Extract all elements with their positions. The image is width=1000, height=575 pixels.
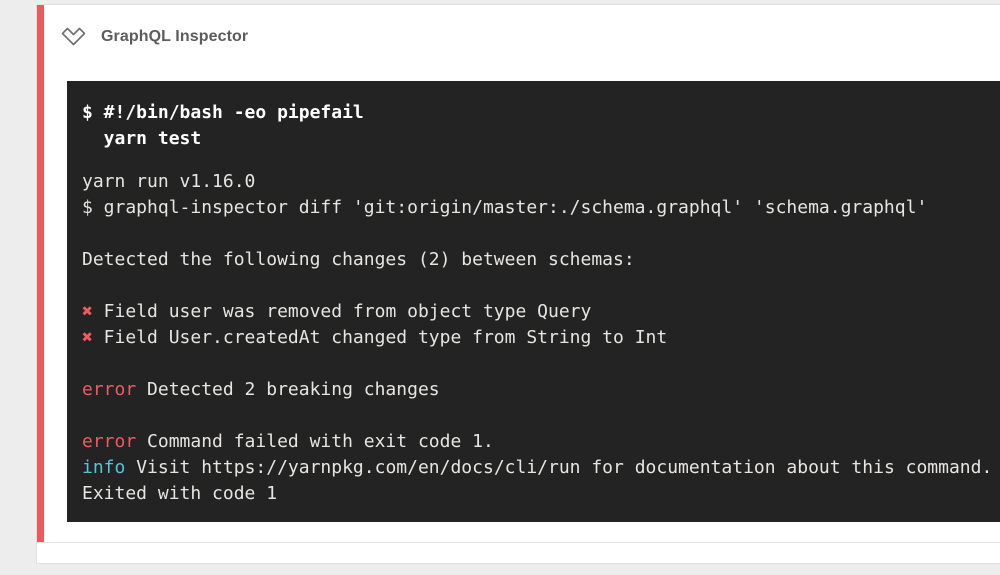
terminal-segment-red: error (82, 379, 137, 400)
card-divider (37, 542, 1000, 543)
terminal-segment-red: ✖ (82, 301, 93, 322)
terminal-line: Exited with code 1 (82, 481, 1000, 507)
terminal-line: yarn test (82, 126, 1000, 152)
terminal-line (82, 221, 1000, 247)
step-header[interactable]: GraphQL Inspector (60, 25, 248, 48)
terminal-line: ✖ Field User.createdAt changed type from… (82, 325, 1000, 351)
terminal-segment: yarn test (82, 128, 202, 149)
terminal-segment: Detected 2 breaking changes (136, 379, 440, 400)
failure-indicator-stripe (37, 5, 44, 542)
terminal-segment-red: error (82, 431, 137, 452)
terminal-block-output: yarn run v1.16.0 $ graphql-inspector diff… (82, 169, 1000, 507)
terminal-block-command: $ #!/bin/bash -eo pipefail yarn test (82, 100, 1000, 152)
terminal-segment: yarn run v1.16.0 (82, 171, 256, 192)
terminal-line: Detected the following changes (2) betwe… (82, 247, 1000, 273)
double-chevron-down-icon[interactable] (60, 25, 87, 48)
terminal-line: error Command failed with exit code 1. (82, 429, 1000, 455)
terminal-line: $ graphql-inspector diff 'git:origin/mas… (82, 195, 1000, 221)
build-step-card: GraphQL Inspector $ #!/bin/bash -eo pipe… (36, 4, 1000, 564)
terminal-segment-red: ✖ (82, 327, 93, 348)
terminal-segment: $ #!/bin/bash -eo pipefail (82, 102, 364, 123)
terminal-line: info Visit https://yarnpkg.com/en/docs/c… (82, 455, 1000, 481)
terminal-segment: Detected the following changes (2) betwe… (82, 249, 635, 270)
step-title: GraphQL Inspector (101, 27, 249, 45)
card-footer (37, 543, 1000, 563)
terminal-line (82, 273, 1000, 299)
terminal-line: ✖ Field user was removed from object typ… (82, 299, 1000, 325)
terminal-segment: $ graphql-inspector diff 'git:origin/mas… (82, 197, 928, 218)
terminal-line: error Detected 2 breaking changes (82, 377, 1000, 403)
terminal-line: $ #!/bin/bash -eo pipefail (82, 100, 1000, 126)
terminal-segment: Exited with code 1 (82, 483, 278, 504)
terminal-segment-cyan: info (82, 457, 126, 478)
terminal-line (82, 403, 1000, 429)
terminal-segment: Visit https://yarnpkg.com/en/docs/cli/ru… (125, 457, 993, 478)
terminal-line: yarn run v1.16.0 (82, 169, 1000, 195)
terminal-segment: Field User.createdAt changed type from S… (92, 327, 668, 348)
terminal-segment: Field user was removed from object type … (92, 301, 592, 322)
terminal-line (82, 351, 1000, 377)
terminal-segment: Command failed with exit code 1. (136, 431, 494, 452)
